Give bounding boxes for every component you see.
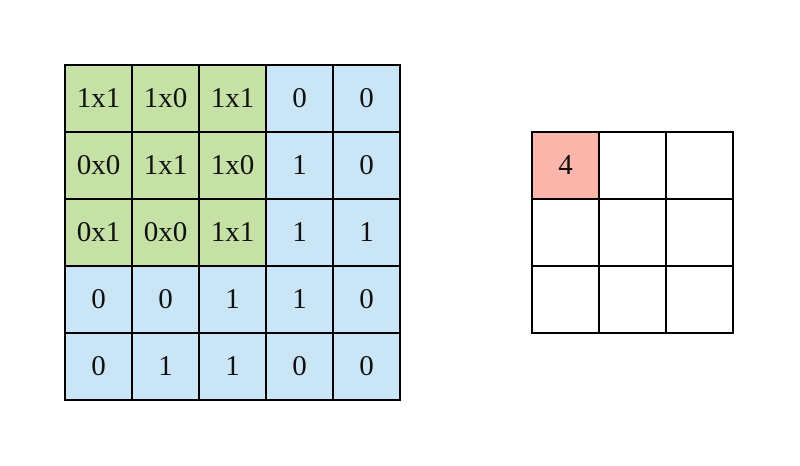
input-matrix-cell: 0x0: [133, 200, 198, 265]
output-matrix-cell: [533, 200, 598, 265]
input-matrix-cell: 1: [200, 334, 265, 399]
input-matrix-cell: 0: [334, 334, 399, 399]
input-matrix-cell: 0: [334, 133, 399, 198]
input-matrix-cell: 0: [334, 66, 399, 131]
output-matrix-cell: 4: [533, 133, 598, 198]
output-matrix-cell: [667, 267, 732, 332]
input-matrix-cell: 0: [267, 334, 332, 399]
output-matrix-cell: [600, 200, 665, 265]
input-matrix-cell: 1: [334, 200, 399, 265]
input-matrix-cell: 1x0: [200, 133, 265, 198]
input-matrix-cell: 1x0: [133, 66, 198, 131]
input-matrix-cell: 0: [267, 66, 332, 131]
output-matrix-cell: [667, 200, 732, 265]
input-matrix-cell: 0: [66, 267, 131, 332]
input-matrix-cell: 1: [200, 267, 265, 332]
input-matrix-cell: 1: [267, 200, 332, 265]
input-matrix-cell: 0: [334, 267, 399, 332]
input-matrix-cell: 1x1: [200, 66, 265, 131]
output-matrix-cell: [600, 133, 665, 198]
input-matrix-cell: 1x1: [200, 200, 265, 265]
input-matrix-cell: 1x1: [133, 133, 198, 198]
output-matrix-cell: [533, 267, 598, 332]
output-matrix-cell: [667, 133, 732, 198]
input-matrix-cell: 0x0: [66, 133, 131, 198]
output-feature-matrix: 4: [531, 131, 734, 334]
input-matrix-cell: 1x1: [66, 66, 131, 131]
input-matrix-cell: 1: [267, 133, 332, 198]
input-matrix-cell: 0x1: [66, 200, 131, 265]
input-matrix-cell: 0: [66, 334, 131, 399]
output-matrix-cell: [600, 267, 665, 332]
input-matrix-cell: 0: [133, 267, 198, 332]
input-matrix-cell: 1: [267, 267, 332, 332]
input-matrix-cell: 1: [133, 334, 198, 399]
